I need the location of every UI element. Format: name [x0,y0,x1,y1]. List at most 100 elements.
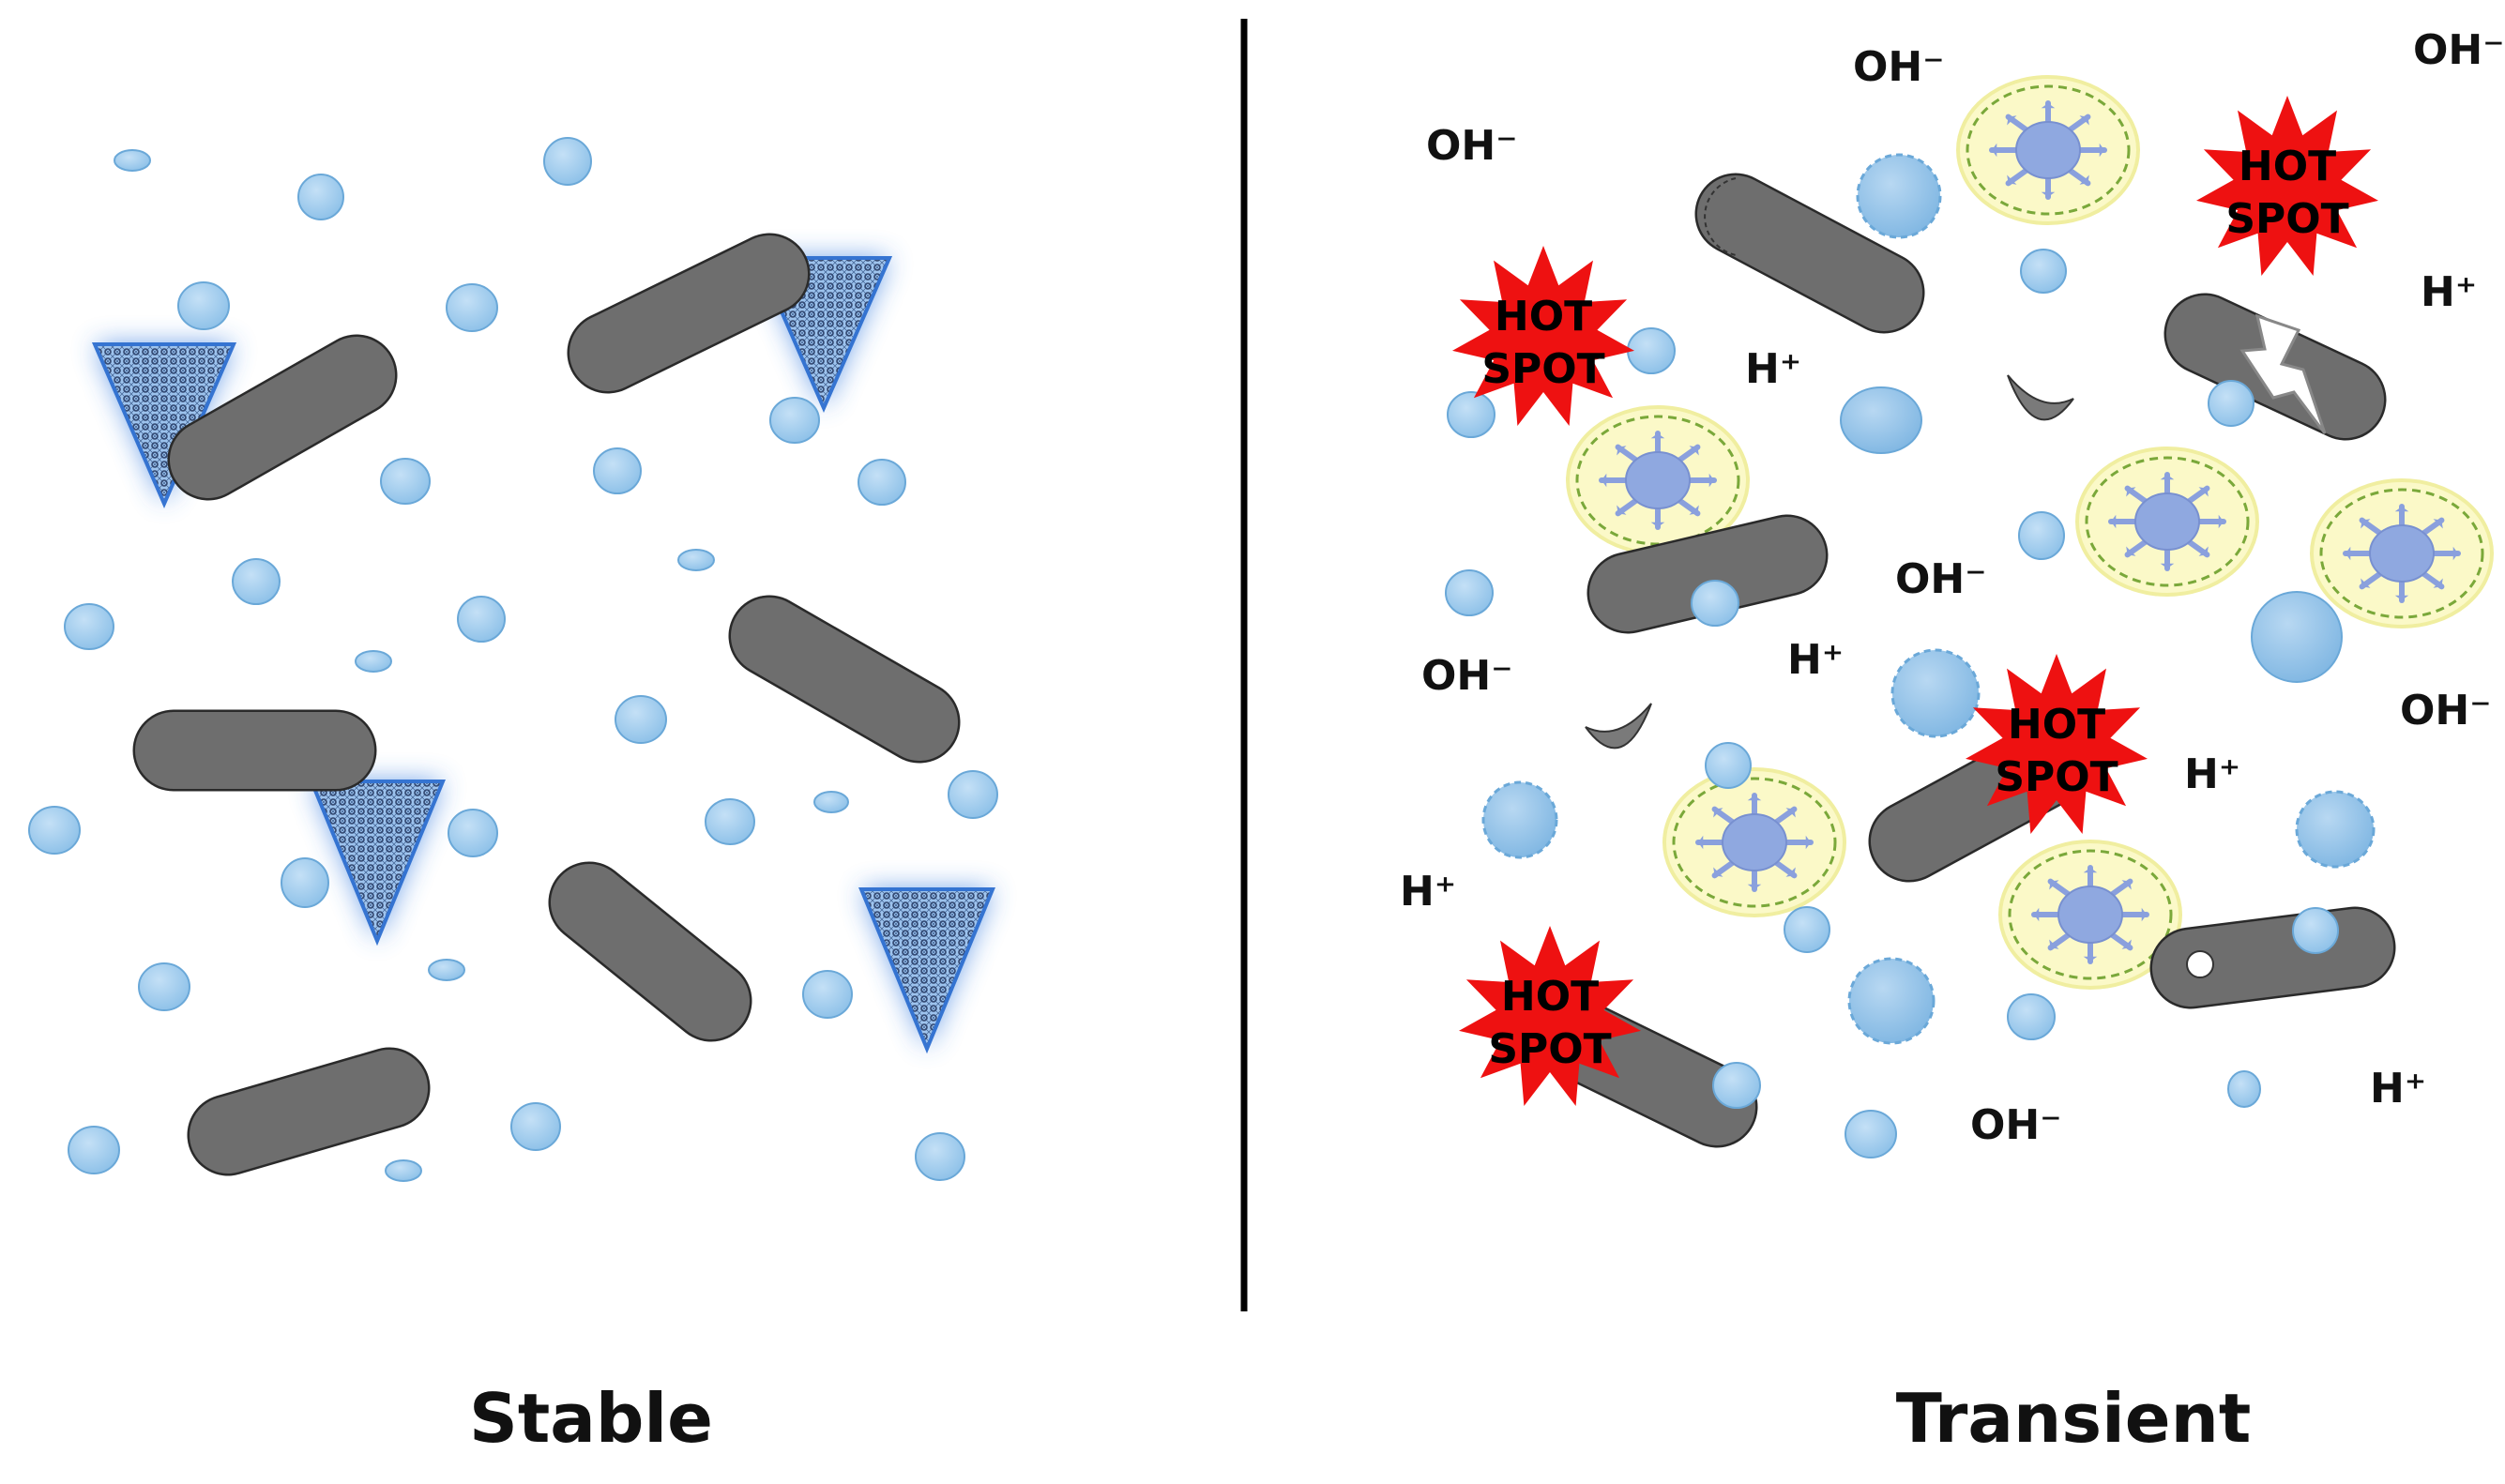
water-droplet [1847,957,1936,1045]
cell-spike-tip [2433,519,2443,529]
hot-spot-label: HOT [2008,701,2105,749]
water-droplet [1784,906,1830,953]
water-droplet [948,770,998,819]
hot-spot-label: SPOT [2225,195,2348,243]
cell-spike-tip [1689,446,1699,456]
cell-spike-tip [2121,939,2132,949]
cell-spike-tip [2141,907,2147,922]
cell-spike-tip [1785,808,1796,818]
cell-spike-tip [2007,174,2017,185]
hydroxide-ion-label: OH⁻ [1853,43,1944,91]
hot-spot-burst [1459,926,1641,1106]
bacterium-rod [548,861,752,1042]
cell-spike-tip [2083,956,2098,962]
water-droplet [705,798,755,845]
cell-spike-tip [1602,473,1607,488]
water-droplet [1840,386,1922,454]
water-droplet [297,174,344,220]
bacterium-rod [187,1047,431,1176]
water-droplet [543,137,592,186]
water-droplet [2018,511,2065,560]
hydroxide-ion-label: OH⁻ [2400,687,2491,734]
cell-ring [2085,456,2250,587]
water-droplet [1447,391,1495,438]
cell-core [2134,492,2200,551]
water-droplet [380,458,431,505]
water-droplet [1445,569,1494,616]
water-droplet [2020,249,2067,294]
cell-ring [1966,84,2131,216]
cell-spike-tip [2394,507,2409,512]
water-droplet [114,149,151,172]
hot-spot-label: HOT [2239,143,2336,190]
water-droplet [1627,327,1676,374]
bacterium-rod [1694,173,1925,334]
hydroxide-ion-label: OH⁻ [2413,26,2504,74]
cell-spike-tip [2452,546,2458,561]
cell-spike-tip [2361,519,2371,529]
water-droplet [2292,907,2339,954]
rod-body [1697,175,1922,331]
crescent-fragment [1585,703,1652,750]
water-droplet [510,1102,561,1151]
cell-spike-tip [1747,884,1762,889]
bacterium-rod [728,595,961,764]
cell-spike-tip [2034,907,2040,922]
cell-with-halo [1956,75,2140,225]
water-droplet [1481,780,1558,859]
water-droplet [1890,648,1981,738]
stable-caption: Stable [469,1379,713,1458]
cell-spike-tip [2361,578,2371,588]
water-droplet [1856,153,1942,239]
water-droplet [457,596,506,643]
cell-core [2015,121,2081,179]
water-droplet [385,1159,422,1182]
rod-body [569,235,808,391]
cell-spike-tip [1708,473,1714,488]
cell-spike-tip [1747,795,1762,801]
water-droplet [2251,591,2343,683]
water-droplet [448,809,498,857]
cell-spike-tip [2049,880,2059,890]
cell-spike-tip [2160,563,2175,568]
rod-body [190,1050,428,1174]
cell-spike-tip [1805,835,1811,850]
cell-spike-tip [2121,880,2132,890]
hot-spot-label: HOT [1495,293,1592,341]
water-droplet [2007,993,2056,1040]
water-droplet [2227,1070,2261,1108]
water-droplet [2208,380,2254,427]
hydroxide-ion-label: OH⁻ [1970,1101,2061,1149]
cell-spike-tip [2049,939,2059,949]
water-droplet [64,603,114,650]
proton-ion-label: H⁺ [2421,268,2477,316]
cell-core [2057,886,2123,944]
cell-core [2369,524,2435,583]
cell-spike-tip [2007,115,2017,126]
cell-spike-tip [2111,514,2117,529]
cell-ring [2008,849,2173,980]
hot-spot-burst [1966,654,2148,834]
cell-spike-tip [2198,546,2209,556]
water-droplet [769,397,820,444]
proton-ion-label: H⁺ [1400,868,1456,916]
biofilm-mesh [858,887,995,1054]
water-droplet [281,857,329,908]
water-droplet [68,1126,120,1174]
biofilm-cone [858,887,995,1054]
cell-spike-tip [1992,143,1997,158]
cell-spike-tip [2041,103,2056,109]
cell-core [1625,451,1691,509]
cell-spike-tip [2126,546,2136,556]
water-droplet [915,1132,965,1181]
hot-spot-label: SPOT [1481,345,1604,393]
water-droplet [677,549,715,571]
rod-body [551,864,750,1039]
water-droplet [138,962,190,1011]
rod-pore [2186,950,2214,978]
hot-spot-burst [2196,96,2378,276]
cell-spike-tip [1617,446,1627,456]
cell-ring [2319,488,2484,619]
